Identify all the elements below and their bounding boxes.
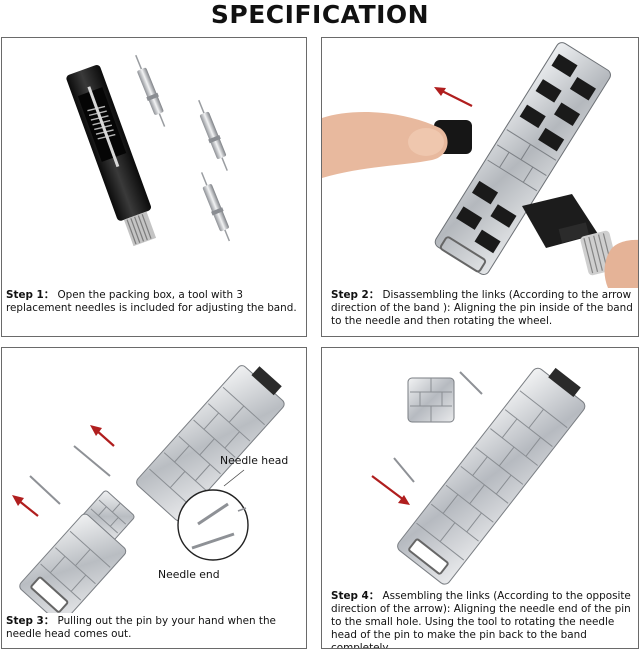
replacement-pin-icon bbox=[200, 172, 231, 242]
replacement-pin-icon bbox=[198, 99, 228, 171]
replacement-pin-icon bbox=[73, 445, 111, 477]
red-arrow-icon bbox=[434, 87, 473, 107]
step-3-panel: Needle head Needle end Step 3： Pulling o… bbox=[1, 347, 307, 649]
step-3-text: Pulling out the pin by your hand when th… bbox=[6, 615, 276, 640]
step-1-panel: Step 1： Open the packing box, a tool wit… bbox=[1, 37, 307, 337]
step-3-label: Step 3： bbox=[6, 615, 55, 627]
callout-line bbox=[223, 469, 245, 487]
step-4-panel: Step 4： Assembling the links (According … bbox=[321, 347, 639, 649]
step-4-text: Assembling the links (According to the o… bbox=[331, 590, 631, 649]
step-2-panel: Step 2： Disassembling the links (Accordi… bbox=[321, 37, 639, 337]
red-arrow-icon bbox=[371, 475, 410, 505]
red-arrow-icon bbox=[12, 495, 39, 517]
step-1-illustration bbox=[66, 54, 231, 247]
step-1-label: Step 1： bbox=[6, 289, 55, 301]
step-3-illustration bbox=[12, 365, 285, 613]
needle-head-label: Needle head bbox=[220, 454, 289, 467]
finger-icon bbox=[322, 112, 638, 288]
watch-band-icon bbox=[407, 377, 455, 423]
watch-band-icon bbox=[434, 42, 611, 275]
replacement-pin-icon bbox=[135, 54, 166, 127]
red-arrow-icon bbox=[90, 425, 115, 447]
replacement-pin-icon bbox=[393, 457, 415, 483]
magnifier-circle-icon bbox=[177, 489, 249, 561]
watch-band-icon bbox=[19, 513, 127, 613]
step-2-caption: Step 2： Disassembling the links (Accordi… bbox=[331, 289, 635, 328]
watch-band-icon bbox=[136, 365, 285, 522]
step-2-label: Step 2： bbox=[331, 289, 380, 301]
page-title: SPECIFICATION bbox=[210, 0, 430, 29]
step-3-caption: Step 3： Pulling out the pin by your hand… bbox=[6, 615, 303, 641]
step-2-text: Disassembling the links (According to th… bbox=[331, 289, 633, 327]
step-1-text: Open the packing box, a tool with 3 repl… bbox=[6, 289, 297, 314]
needle-end-label: Needle end bbox=[158, 568, 220, 581]
replacement-pin-icon bbox=[29, 475, 61, 505]
step-4-illustration bbox=[371, 367, 586, 585]
step-1-caption: Step 1： Open the packing box, a tool wit… bbox=[6, 289, 303, 315]
replacement-pin-icon bbox=[459, 371, 483, 395]
watch-band-icon bbox=[397, 367, 586, 585]
step-4-caption: Step 4： Assembling the links (According … bbox=[331, 590, 635, 649]
step-2-illustration bbox=[322, 42, 638, 288]
step-4-label: Step 4： bbox=[331, 590, 380, 602]
band-adjuster-tool-icon bbox=[66, 64, 157, 247]
